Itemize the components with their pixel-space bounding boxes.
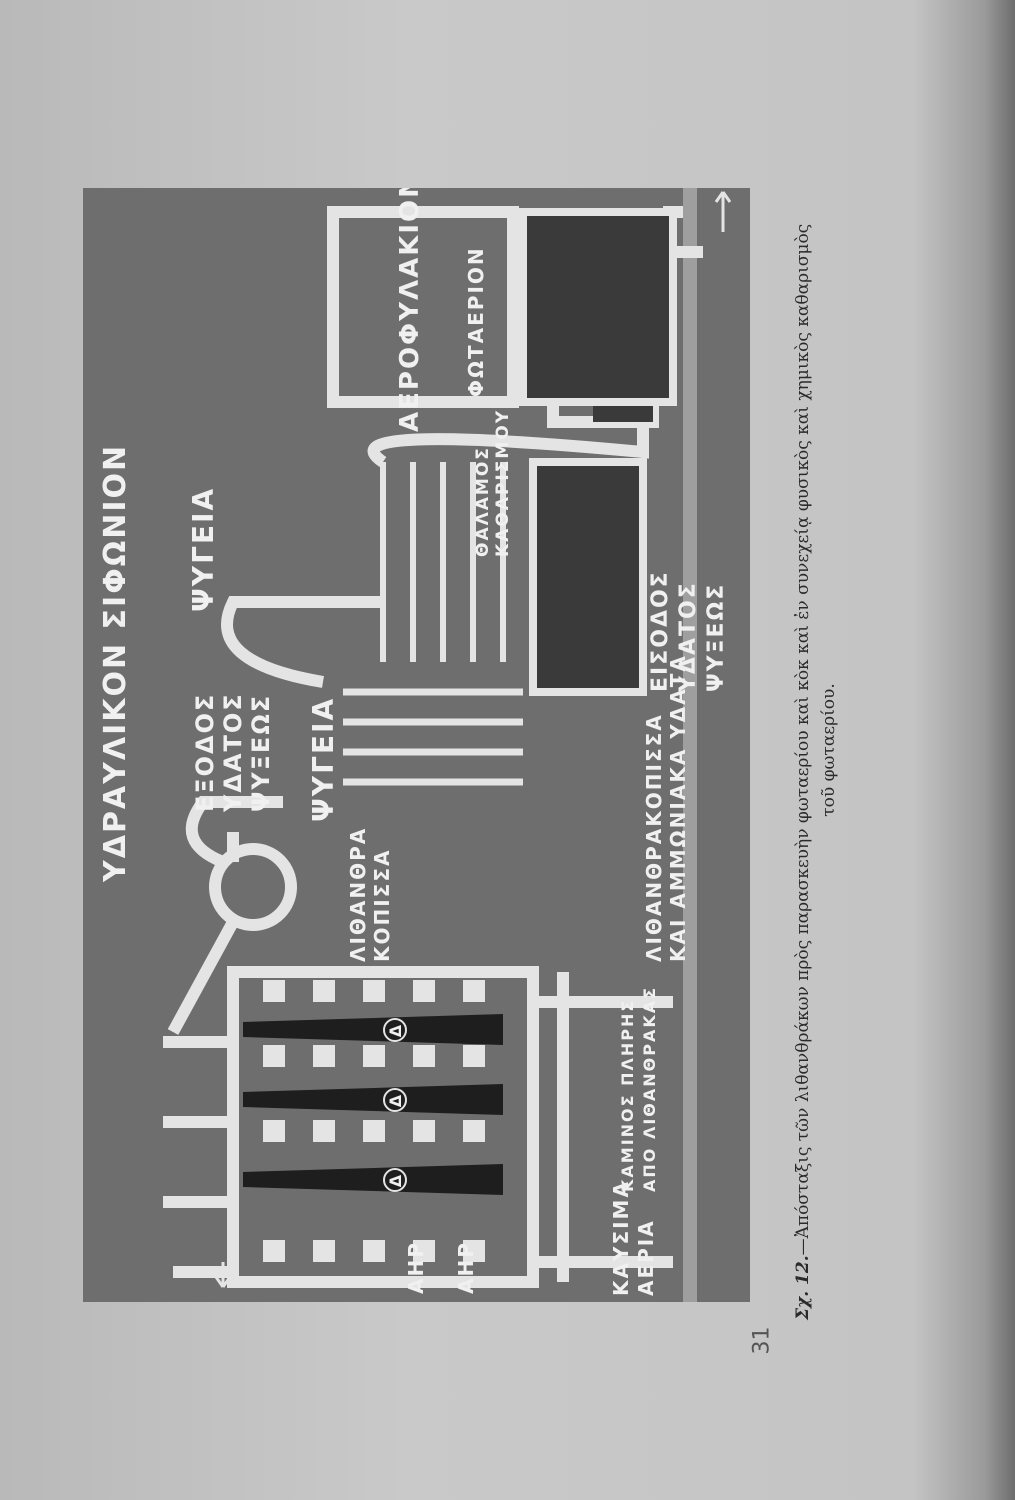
label-water-inlet: ΕΙΣΟΔΟΣ ΥΔΑΤΟΣ ΨΥΞΕΩΣ: [648, 570, 729, 693]
furnace-standpipes: [163, 1036, 233, 1278]
page-number: 31: [749, 1326, 775, 1355]
connecting-pipe: [221, 596, 383, 688]
retort-mark: Δ: [386, 1023, 405, 1037]
ground: [683, 188, 697, 1302]
label-hydraulic-main: ΥΔΡΑΥΛΙΚΟΝ ΣΙΦΩΝΙΟΝ: [98, 444, 133, 883]
svg-text:ΨΥΞΕΩΣ: ΨΥΞΕΩΣ: [247, 694, 275, 812]
svg-text:ΥΔΑΤΟΣ: ΥΔΑΤΟΣ: [219, 692, 247, 813]
label-furnace: ΚΑΜΙΝΟΣ ΠΛΗΡΗΣ ΑΠΟ ΛΙΘΑΝΘΡΑΚΑΣ: [618, 986, 659, 1192]
svg-text:ΛΙΘΑΝΘΡΑ: ΛΙΘΑΝΘΡΑ: [346, 827, 370, 962]
coal-gas-plant-diagram: Δ Δ Δ ΥΔΡΑΥΛΙΚΟΝ ΣΙΦΩΝΙΟΝ ΕΞΟΔΟΣ Υ: [83, 188, 750, 1302]
svg-text:ΨΥΞΕΩΣ: ΨΥΞΕΩΣ: [704, 583, 729, 692]
svg-text:ΑΕΡΙΑ: ΑΕΡΙΑ: [634, 1219, 658, 1296]
svg-text:ΚΟΠΙΣΣΑ: ΚΟΠΙΣΣΑ: [370, 849, 394, 962]
hydraulic-main: [209, 843, 297, 931]
retort-mark: Δ: [386, 1093, 405, 1107]
label-purifier: ΘΑΛΑΜΟΣ ΚΑΘΑΡΙΣΜΟΥ: [473, 409, 513, 557]
diagram-landscape: Δ Δ Δ ΥΔΡΑΥΛΙΚΟΝ ΣΙΦΩΝΙΟΝ ΕΞΟΔΟΣ Υ: [98, 188, 732, 1302]
piping: [167, 206, 703, 1035]
retort-marks: Δ Δ Δ: [383, 1018, 407, 1192]
condenser-tubes-2: [380, 462, 506, 662]
label-tar-ammonia: ΛΙΘΑΝΘΡΑΚΟΠΙΣΣΑ ΚΑΙ ΑΜΜΩΝΙΑΚΑ ΥΔΑΤΑ: [642, 654, 690, 962]
label-air-1: ΑΗΡ: [404, 1241, 428, 1294]
label-gasholder: ΑΕΡΟΦΥΛΑΚΙΟΝ: [395, 188, 425, 432]
svg-text:ΑΠΟ ΛΙΘΑΝΘΡΑΚΑΣ: ΑΠΟ ΛΙΘΑΝΘΡΑΚΑΣ: [640, 986, 659, 1192]
retort: [243, 1084, 503, 1115]
furnace-base: [527, 972, 673, 1282]
label-fuel-gases: ΚΑΥΣΙΜΑ ΑΕΡΙΑ: [609, 1180, 658, 1296]
figure-caption: Σχ. 12.—Ἀπόσταξις τῶν λιθανθράκων πρὸς π…: [790, 180, 850, 1320]
condenser-tubes-1: [343, 688, 523, 786]
gas-outlet-arrow: [214, 1262, 232, 1288]
svg-text:ΚΑΘΑΡΙΣΜΟΥ: ΚΑΘΑΡΙΣΜΟΥ: [493, 409, 513, 557]
retort-mark: Δ: [386, 1173, 405, 1187]
tar-well: [529, 458, 647, 696]
siphon-pipe: [185, 796, 283, 868]
label-gas: ΦΩΤΑΕΡΙΟΝ: [464, 246, 488, 397]
final-outlet-arrow: [714, 191, 732, 232]
label-condensers-1: ΨΥΓΕΙΑ: [307, 697, 340, 822]
furnace: [163, 966, 673, 1288]
gasholder: [327, 206, 519, 408]
svg-text:ΥΔΑΤΟΣ: ΥΔΑΤΟΣ: [676, 581, 701, 693]
gas-pipe: [167, 919, 239, 1035]
gasholder-tank: [519, 208, 677, 406]
svg-text:ΕΞΟΔΟΣ: ΕΞΟΔΟΣ: [191, 693, 219, 812]
label-air-2: ΑΗΡ: [454, 1241, 478, 1294]
label-water-outlet: ΕΞΟΔΟΣ ΥΔΑΤΟΣ ΨΥΞΕΩΣ: [191, 692, 275, 813]
retort: [243, 1014, 503, 1045]
retorts: [243, 1014, 503, 1195]
svg-text:ΚΑΜΙΝΟΣ ΠΛΗΡΗΣ: ΚΑΜΙΝΟΣ ΠΛΗΡΗΣ: [618, 999, 637, 1192]
svg-text:ΚΑΥΣΙΜΑ: ΚΑΥΣΙΜΑ: [609, 1180, 633, 1296]
label-condensers-2: ΨΥΓΕΙΑ: [187, 487, 220, 612]
svg-text:ΘΑΛΑΜΟΣ: ΘΑΛΑΜΟΣ: [473, 446, 493, 557]
retort: [243, 1164, 503, 1195]
figure-number: Σχ. 12.: [793, 1255, 813, 1320]
caption-text-continued: τοῦ φωταερίου.: [819, 683, 839, 817]
svg-text:ΚΑΙ ΑΜΜΩΝΙΑΚΑ ΥΔΑΤΑ: ΚΑΙ ΑΜΜΩΝΙΑΚΑ ΥΔΑΤΑ: [666, 654, 690, 962]
caption-text: —Ἀπόσταξις τῶν λιθανθράκων πρὸς παρασκευ…: [793, 223, 813, 1256]
furnace-bricks: [263, 980, 485, 1262]
gas-pipe-2: [367, 422, 649, 467]
svg-text:ΛΙΘΑΝΘΡΑΚΟΠΙΣΣΑ: ΛΙΘΑΝΘΡΑΚΟΠΙΣΣΑ: [642, 713, 666, 962]
label-coal-tar: ΛΙΘΑΝΘΡΑ ΚΟΠΙΣΣΑ: [346, 827, 394, 962]
svg-text:ΕΙΣΟΔΟΣ: ΕΙΣΟΔΟΣ: [648, 570, 673, 692]
